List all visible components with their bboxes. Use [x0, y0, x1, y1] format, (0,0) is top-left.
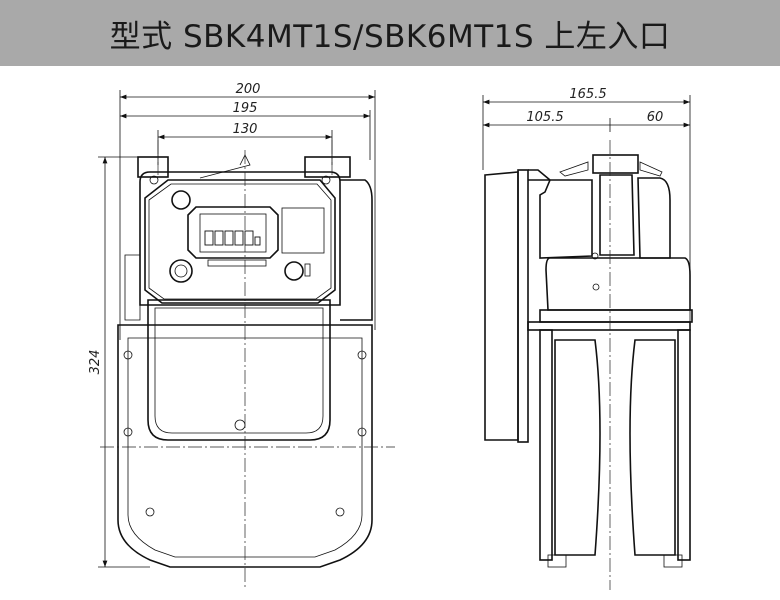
button-icon: [171, 190, 191, 210]
dim-165-5: 165.5: [569, 87, 606, 102]
title-bar: 型式 SBK4MT1S/SBK6MT1S 上左入口: [0, 0, 780, 66]
lcd-digits: [204, 230, 261, 246]
button-icon: [284, 261, 304, 281]
front-view: [100, 140, 395, 590]
dim-60: 60: [647, 110, 664, 125]
side-dimensions: 165.5 105.5 60: [482, 87, 691, 330]
button-icon: [169, 259, 193, 283]
dim-324: 324: [88, 350, 103, 375]
front-dimensions: 200 195 130 324: [88, 82, 376, 568]
dim-195: 195: [233, 101, 258, 116]
dim-200: 200: [236, 82, 261, 97]
dim-130: 130: [233, 122, 258, 137]
side-view: [484, 140, 693, 590]
bolts: [123, 175, 367, 517]
dim-105-5: 105.5: [526, 110, 563, 125]
page-title: 型式 SBK4MT1S/SBK6MT1S 上左入口: [109, 18, 671, 55]
